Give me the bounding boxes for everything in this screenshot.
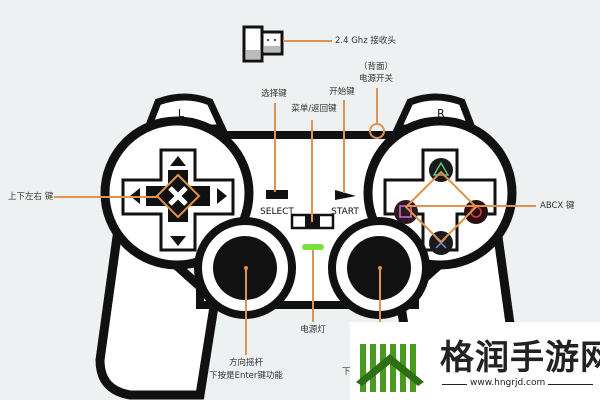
- right-stick-label: 下: [342, 367, 351, 377]
- shoulder-r-label: R: [437, 107, 445, 120]
- power-led: [302, 244, 324, 250]
- receiver-label: 2.4 Ghz 接收头: [335, 36, 396, 46]
- circle-button[interactable]: [464, 200, 488, 224]
- select-button[interactable]: [266, 190, 288, 199]
- triangle-icon: [432, 161, 450, 176]
- left-stick-label-2: 下按是Enter键功能: [209, 371, 283, 381]
- receiver-dongle: [242, 25, 284, 63]
- watermark: 格润手游网 www.hngrjd.com: [350, 322, 600, 400]
- start-button[interactable]: [335, 190, 356, 200]
- start-key-label: 开始键: [329, 87, 355, 97]
- watermark-url: www.hngrjd.com: [470, 378, 546, 388]
- watermark-logo: [356, 344, 424, 392]
- left-stick-label-1: 方向摇杆: [228, 358, 264, 368]
- arrow-down-icon: [170, 236, 186, 246]
- arrow-right-icon: [217, 188, 227, 204]
- square-button[interactable]: [394, 200, 418, 224]
- abcx-label: ABCX 键: [540, 201, 575, 211]
- power-switch-label: 电源开关: [358, 74, 394, 84]
- triangle-button[interactable]: [429, 158, 453, 182]
- menu-back-key-label: 菜单/返回键: [291, 104, 337, 114]
- select-key-label: 选择键: [261, 89, 287, 99]
- power-led-label: 电源灯: [300, 325, 326, 335]
- left-handle: [95, 206, 220, 400]
- watermark-title: 格润手游网: [440, 338, 600, 378]
- dpad-label: 上下左右 键: [8, 192, 54, 202]
- leader-lines: [54, 40, 536, 362]
- select-text: SELECT: [260, 207, 294, 217]
- shoulder-l-label: L: [178, 107, 185, 120]
- power-switch-back-label: （背面）: [358, 62, 394, 72]
- arrow-up-icon: [170, 156, 186, 166]
- start-text: START: [331, 207, 359, 217]
